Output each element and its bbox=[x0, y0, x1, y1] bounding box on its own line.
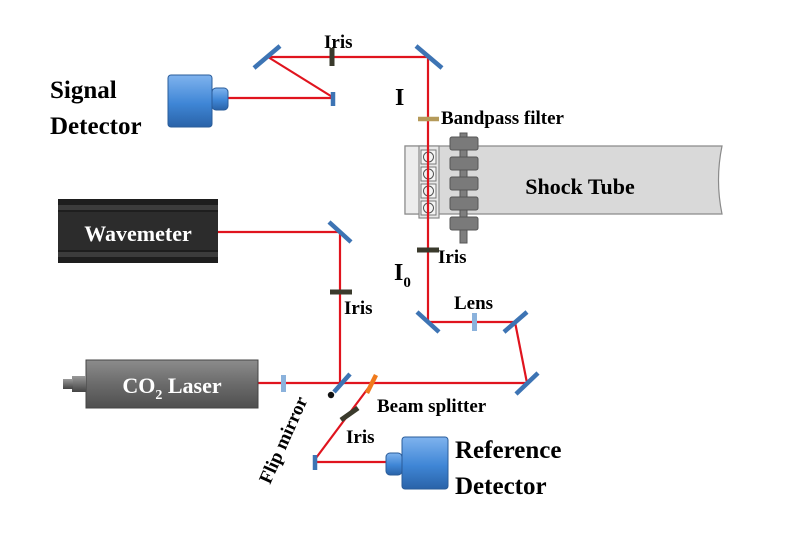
beam-splitter-element bbox=[364, 373, 379, 395]
wavemeter-label: Wavemeter bbox=[84, 221, 192, 246]
mirror-top-left bbox=[252, 44, 282, 70]
intensity-i-label: I bbox=[395, 85, 404, 111]
iris-middle-label: Iris bbox=[344, 298, 373, 319]
iris-top-label: Iris bbox=[324, 32, 353, 53]
flip-mirror bbox=[332, 372, 352, 394]
mirror-wavemeter bbox=[327, 220, 353, 244]
shock-tube-label: Shock Tube bbox=[525, 174, 635, 199]
mirror-top-right bbox=[414, 44, 444, 70]
mirror-lens-right bbox=[502, 310, 529, 334]
signal-detector bbox=[167, 74, 229, 128]
beam-splitter-label: Beam splitter bbox=[377, 396, 487, 417]
laser-beam-paths bbox=[217, 55, 529, 464]
signal-detector-label-line1: Signal bbox=[50, 77, 117, 104]
lens-label: Lens bbox=[454, 293, 493, 314]
flip-mirror-label: Flip mirror bbox=[255, 393, 312, 487]
laser-window-element bbox=[281, 375, 286, 392]
bandpass-filter-label: Bandpass filter bbox=[441, 108, 565, 129]
iris-bottom bbox=[339, 405, 360, 423]
reference-detector-label-line1: Reference bbox=[455, 437, 561, 464]
lens-element bbox=[472, 313, 477, 331]
shock-tube: Shock Tube bbox=[404, 132, 723, 244]
irises bbox=[329, 48, 439, 423]
reference-detector bbox=[385, 436, 449, 490]
signal-detector-label-line2: Detector bbox=[50, 113, 142, 140]
co2-laser: CO2 Laser bbox=[63, 359, 259, 409]
wavemeter: Wavemeter bbox=[58, 199, 218, 263]
mirror-bottom-right bbox=[514, 371, 540, 396]
co2-laser-label: CO2 Laser bbox=[122, 373, 222, 403]
iris-tube-label: Iris bbox=[438, 247, 467, 268]
mirror-lens-left bbox=[415, 310, 441, 334]
flip-mirror-pivot-icon bbox=[327, 391, 335, 399]
intensity-i0-label: I0 bbox=[394, 260, 411, 291]
mirrors bbox=[252, 44, 540, 470]
iris-bottom-label: Iris bbox=[346, 427, 375, 448]
reference-detector-label-line2: Detector bbox=[455, 473, 547, 500]
